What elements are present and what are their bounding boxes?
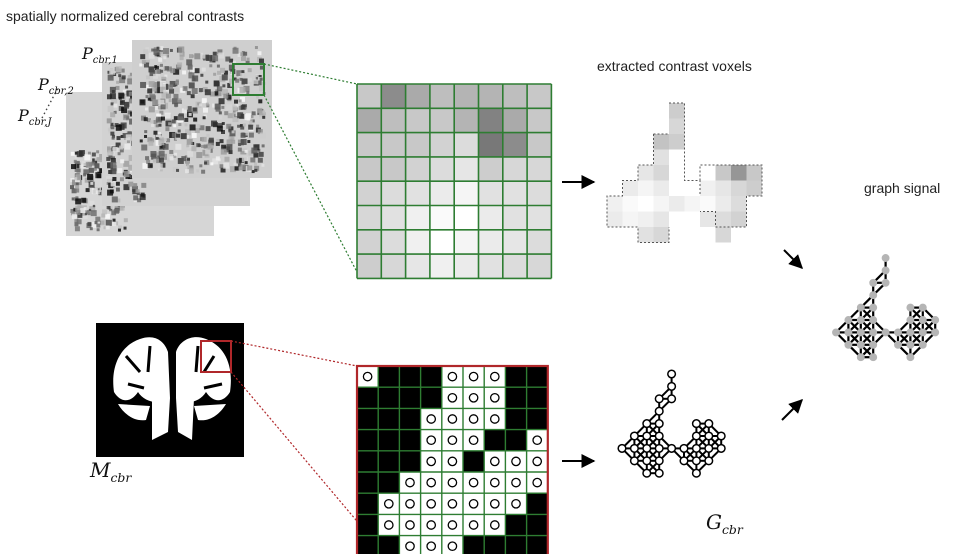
extracted-voxel-cluster (606, 102, 763, 243)
zoomed-contrast-grid (357, 84, 552, 279)
graph-signal (832, 254, 940, 362)
contrasts-title: spatially normalized cerebral contrasts (6, 8, 245, 24)
roi-box-red (200, 340, 232, 373)
arrow-graph-to-signal (781, 399, 803, 421)
contrast-symbol-j: Pcbr,J (18, 106, 52, 129)
contrast-symbol-2: Pcbr,2 (38, 75, 74, 98)
graph-symbol: Gcbr (706, 510, 743, 537)
graph-signal-title: graph signal (864, 180, 941, 196)
zoomed-mask-grid (355, 364, 549, 554)
arrow-extracted-to-signal (783, 249, 803, 269)
extracted-title: extracted contrast voxels (597, 58, 752, 74)
contrast-symbol-1: Pcbr,1 (82, 44, 118, 67)
contrast-map-stack (41, 40, 272, 236)
brain-graph (617, 369, 726, 478)
brain-mask (96, 323, 244, 457)
zoomed-contrast-gridlines (356, 83, 553, 280)
mask-symbol: Mcbr (90, 458, 132, 485)
roi-box-green (232, 63, 265, 96)
